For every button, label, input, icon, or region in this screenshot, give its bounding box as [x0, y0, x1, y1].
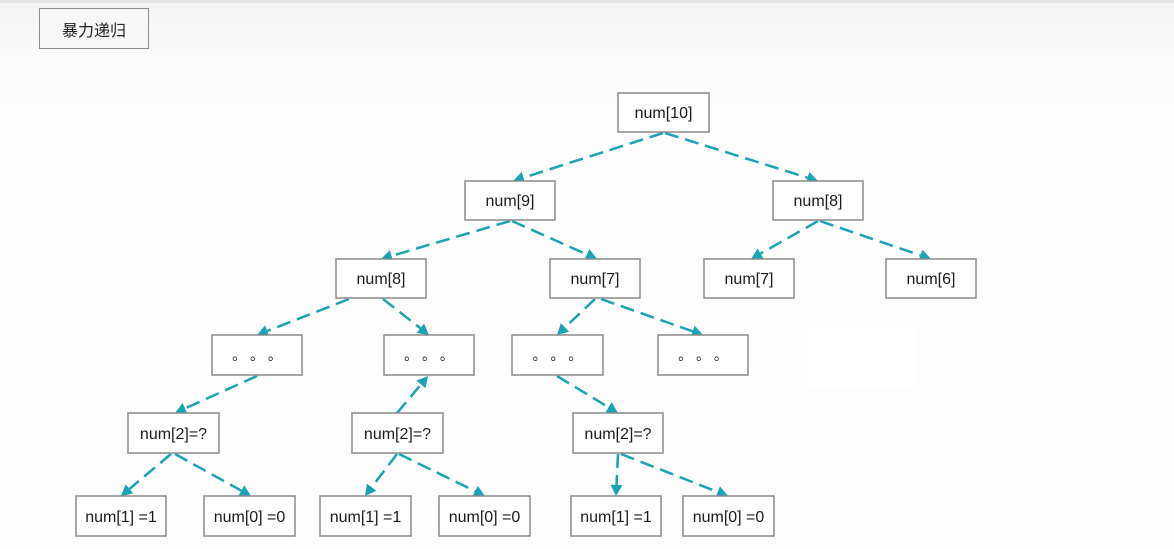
node-num0-c: num[0] =0	[682, 495, 775, 537]
edge-n8-d1	[266, 297, 350, 333]
edge-n8r-n7r	[759, 219, 819, 255]
arrowhead-icon	[605, 402, 618, 413]
arrowhead-icon	[557, 323, 570, 335]
edge-n8-d2	[382, 298, 422, 330]
edge-n9-n8	[391, 219, 511, 258]
node-label: num[1] =1	[580, 509, 652, 526]
node-num2-a: num[2]=?	[127, 412, 220, 454]
edge-d3-q3	[556, 374, 610, 409]
edge-n9-n7	[511, 219, 588, 256]
arrowhead-icon	[472, 485, 485, 497]
arrowhead-icon	[416, 376, 428, 389]
node-num2-c: num[2]=?	[572, 412, 664, 454]
node-ellipsis-1: 。 。 。	[211, 334, 303, 376]
edge-n10-n8r	[664, 131, 808, 179]
node-num7: num[7]	[549, 258, 641, 299]
node-ellipsis-3: 。 。 。	[511, 334, 604, 376]
arrowhead-icon	[365, 483, 377, 496]
node-num9: num[9]	[464, 180, 556, 221]
edge-q2-a2	[370, 453, 398, 489]
node-label: 。 。 。	[404, 347, 454, 363]
arrowhead-icon	[610, 484, 623, 496]
node-label: num[8]	[794, 193, 843, 210]
arrowhead-icon	[584, 249, 597, 260]
node-label: num[9]	[486, 193, 535, 210]
arrowhead-icon	[175, 403, 188, 414]
node-label: num[0] =0	[214, 509, 286, 526]
edge-q2-d2	[396, 383, 422, 414]
arrowhead-icon	[238, 485, 251, 496]
edge-n7-d3	[564, 298, 596, 329]
node-label: num[0] =0	[693, 509, 765, 526]
node-label: num[7]	[571, 271, 620, 288]
node-num1-b: num[1] =1	[319, 495, 412, 537]
arrowhead-icon	[715, 486, 728, 498]
top-rule	[0, 0, 1174, 3]
edge-q3-b3	[620, 452, 719, 494]
node-label: num[0] =0	[449, 509, 521, 526]
node-label: 。 。 。	[232, 347, 282, 363]
node-num10: num[10]	[617, 92, 710, 133]
edge-n7-d4	[600, 297, 694, 333]
edge-q2-b2	[398, 452, 476, 493]
arrowhead-icon	[751, 248, 764, 259]
edge-d1-q1	[184, 374, 258, 410]
arrowhead-icon	[690, 325, 703, 337]
node-label: num[7]	[725, 271, 774, 288]
edge-n10-n9	[523, 131, 664, 179]
node-label: num[10]	[635, 105, 693, 122]
title-label: 暴力递归	[39, 8, 149, 49]
node-ellipsis-2: 。 。 。	[383, 334, 475, 376]
node-num1-c: num[1] =1	[570, 495, 662, 537]
blank-patch	[808, 327, 916, 387]
node-label: 。 。 。	[533, 347, 583, 363]
node-label: 。 。 。	[678, 347, 728, 363]
node-num2-b: num[2]=?	[351, 412, 444, 454]
edge-n8r-n6	[819, 219, 921, 257]
arrowhead-icon	[121, 484, 134, 496]
arrowhead-icon	[257, 325, 270, 337]
edge-q1-a1	[128, 453, 172, 490]
node-num0-a: num[0] =0	[203, 495, 296, 537]
node-num1-a: num[1] =1	[75, 495, 167, 537]
node-label: num[6]	[907, 271, 956, 288]
node-label: num[2]=?	[140, 426, 207, 443]
node-num8: num[8]	[335, 258, 427, 299]
node-ellipsis-4: 。 。 。	[657, 334, 749, 376]
node-num6: num[6]	[885, 258, 977, 299]
node-num8-right: num[8]	[772, 180, 864, 221]
edge-q3-a3	[615, 453, 620, 486]
node-num0-b: num[0] =0	[438, 495, 531, 537]
node-label: num[8]	[357, 271, 406, 288]
arrowhead-icon	[416, 323, 429, 335]
node-label: num[1] =1	[330, 509, 402, 526]
node-label: num[1] =1	[85, 509, 157, 526]
edge-q1-b1	[174, 452, 242, 492]
node-num7-right: num[7]	[703, 258, 795, 299]
node-label: num[2]=?	[364, 426, 431, 443]
node-label: num[2]=?	[584, 426, 651, 443]
